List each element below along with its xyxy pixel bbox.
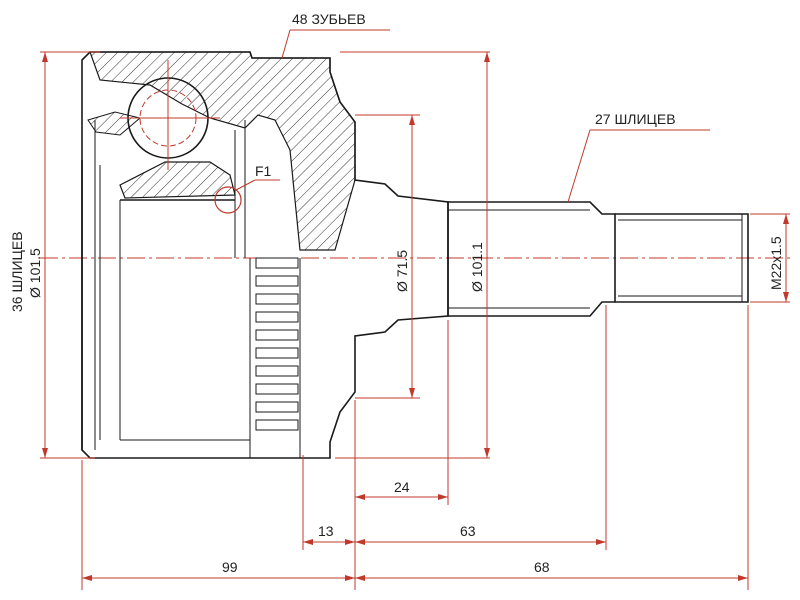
threaded-end: [615, 213, 749, 303]
diameter-101-1-label: Ø 101.1: [469, 242, 485, 292]
arrowheads: [42, 52, 789, 581]
diameter-71-5-label: Ø 71.5: [394, 250, 410, 292]
outer-splines-label: 27 ШЛИЦЕВ: [595, 111, 676, 127]
f1-label: F1: [255, 163, 272, 179]
inner-diameter-label: Ø 101.5: [27, 248, 43, 298]
extension-lines: [40, 51, 790, 590]
dim-24-label: 24: [394, 479, 410, 495]
inner-splines-label: 36 ШЛИЦЕВ: [9, 231, 25, 312]
cage-hatch: [87, 111, 142, 136]
inner-race-hatch: [119, 161, 236, 199]
thread-label: M22x1.5: [768, 236, 784, 290]
f1-callout-circle: [214, 186, 242, 214]
teeth-leader: [281, 29, 291, 59]
splines-leader: [567, 129, 591, 203]
dim-13-label: 13: [318, 523, 334, 539]
abs-ring: [249, 257, 301, 458]
housing-section-hatch: [89, 51, 356, 251]
dim-63-label: 63: [460, 523, 476, 539]
f1-leader: [235, 179, 256, 191]
dim-68-label: 68: [534, 559, 550, 575]
dim-99-label: 99: [222, 559, 238, 575]
teeth-label: 48 ЗУБЬЕВ: [292, 11, 366, 27]
